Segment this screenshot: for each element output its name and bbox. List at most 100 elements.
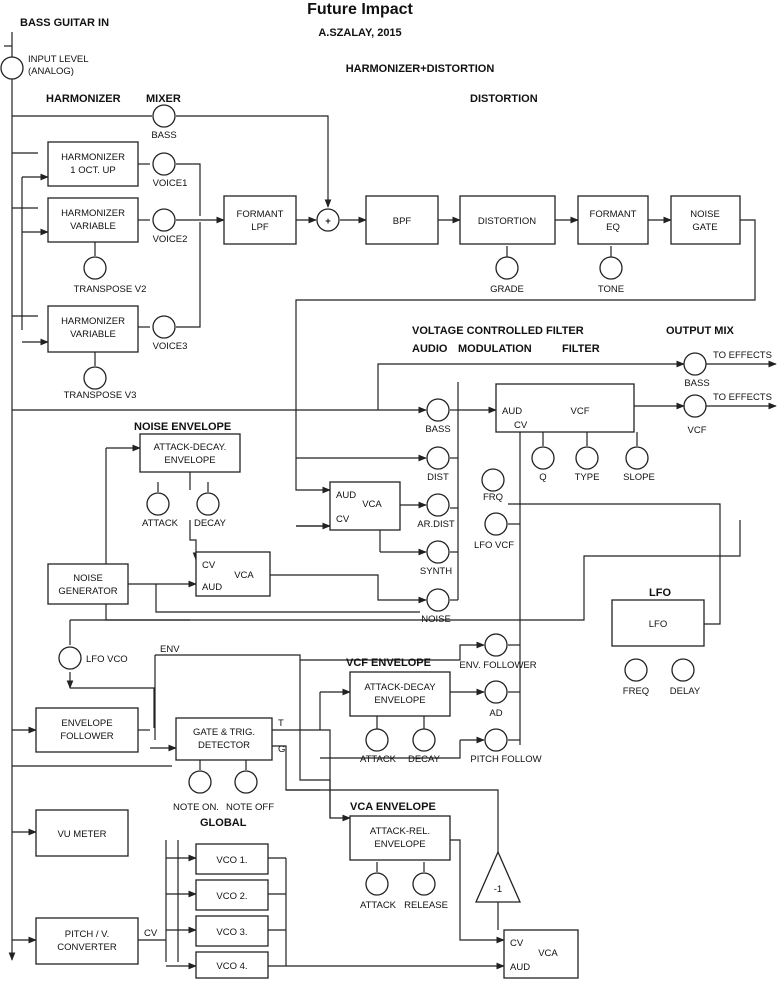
transpose-v3-label: TRANSPOSE V3 bbox=[64, 390, 137, 401]
voice1-label: VOICE1 bbox=[153, 178, 188, 189]
vca-env-release-knob bbox=[412, 872, 436, 896]
pitch-converter-block bbox=[35, 917, 139, 965]
noise-generator-line2: GENERATOR bbox=[58, 586, 117, 597]
envelope-follower-line1: ENVELOPE bbox=[61, 718, 112, 729]
ad-knob bbox=[484, 680, 508, 704]
vcf-env-attack-label: ATTACK bbox=[360, 754, 397, 765]
env-label: ENV bbox=[160, 644, 180, 655]
note-off-label: NOTE OFF bbox=[226, 802, 274, 813]
vcf-env-decay-label: DECAY bbox=[408, 754, 441, 765]
gate-trig-line2: DETECTOR bbox=[198, 740, 250, 751]
noise-attack-label: ATTACK bbox=[142, 518, 179, 529]
output-vcf-label: VCF bbox=[688, 425, 707, 436]
harmonizer-3-line1: HARMONIZER bbox=[61, 316, 125, 327]
lfo-freq-knob bbox=[624, 658, 648, 682]
voice2-knob bbox=[152, 208, 176, 232]
pitch-follow-knob bbox=[484, 728, 508, 752]
mod-synth-label: SYNTH bbox=[420, 566, 452, 577]
vcf-envelope-line2: ENVELOPE bbox=[374, 695, 425, 706]
input-level-knob bbox=[0, 56, 24, 80]
mod-bass-label: BASS bbox=[425, 424, 450, 435]
harmonizer-2-line2: VARIABLE bbox=[70, 221, 116, 232]
noise-generator-line1: NOISE bbox=[73, 573, 103, 584]
mod-synth-knob bbox=[426, 540, 450, 564]
vca-dist-block bbox=[329, 481, 401, 531]
voice2-label: VOICE2 bbox=[153, 234, 188, 245]
vca-dist-label: VCA bbox=[362, 499, 382, 510]
noise-gate-line2: GATE bbox=[692, 222, 717, 233]
bpf-label: BPF bbox=[393, 216, 412, 227]
vca-output-cv-port: CV bbox=[510, 938, 524, 949]
vca-env-attack-label: ATTACK bbox=[360, 900, 397, 911]
grade-knob bbox=[495, 256, 519, 280]
headers: Future Impact A.SZALAY, 2015 HARMONIZER+… bbox=[20, 1, 734, 829]
lfo-section-label: LFO bbox=[649, 587, 671, 599]
bass-guitar-in-label: BASS GUITAR IN bbox=[20, 17, 109, 29]
vco-1-label: VCO 1. bbox=[216, 855, 247, 866]
harmonizer-1-block bbox=[47, 141, 139, 187]
harmonizer-2-block bbox=[47, 197, 139, 243]
pitch-converter-line1: PITCH / V. bbox=[65, 929, 110, 940]
noise-envelope-line2: ENVELOPE bbox=[164, 455, 215, 466]
harmonizer-label: HARMONIZER bbox=[46, 93, 121, 105]
vcf-envelope-label: VCF ENVELOPE bbox=[346, 657, 431, 669]
formant-eq-block bbox=[577, 195, 649, 245]
q-label: Q bbox=[539, 472, 546, 483]
vco-2-label: VCO 2. bbox=[216, 891, 247, 902]
vcf-cv-port: CV bbox=[514, 420, 528, 431]
vca-envelope-line1: ATTACK-REL. bbox=[370, 826, 430, 837]
envelope-follower-line2: FOLLOWER bbox=[60, 731, 113, 742]
q-knob bbox=[531, 446, 555, 470]
formant-eq-line1: FORMANT bbox=[590, 209, 637, 220]
frq-label: FRQ bbox=[483, 492, 503, 503]
vco-1-block bbox=[195, 843, 269, 875]
distortion-section-label: DISTORTION bbox=[470, 93, 538, 105]
mod-dist-label: DIST bbox=[427, 472, 449, 483]
vca-noise-aud-port: AUD bbox=[202, 582, 222, 593]
subtitle: HARMONIZER+DISTORTION bbox=[346, 63, 495, 75]
output-vcf-knob bbox=[683, 394, 707, 418]
harmonizer-1-line1: HARMONIZER bbox=[61, 152, 125, 163]
voice1-knob bbox=[152, 152, 176, 176]
vca-output-label: VCA bbox=[538, 948, 558, 959]
mod-bass-knob bbox=[426, 398, 450, 422]
vco-3-block bbox=[195, 915, 269, 947]
vco-4-block bbox=[195, 951, 269, 979]
wires bbox=[4, 32, 777, 970]
env-follower-knob bbox=[484, 633, 508, 657]
slope-label: SLOPE bbox=[623, 472, 655, 483]
audio-label: AUDIO bbox=[412, 343, 448, 355]
vca-output-block bbox=[503, 929, 579, 979]
lfo-vco-label: LFO VCO bbox=[86, 654, 128, 665]
misc-labels: ENV T G CV bbox=[144, 644, 285, 939]
vca-noise-label: VCA bbox=[234, 570, 254, 581]
lfo-freq-label: FREQ bbox=[623, 686, 649, 697]
vca-envelope-label: VCA ENVELOPE bbox=[350, 801, 436, 813]
inverter-triangle bbox=[475, 850, 521, 903]
distortion-label: DISTORTION bbox=[478, 216, 536, 227]
input-level-line1: INPUT LEVEL bbox=[28, 54, 89, 65]
cv-label: CV bbox=[144, 928, 158, 939]
gate-output-label: G bbox=[278, 744, 285, 755]
noise-generator-block bbox=[47, 563, 129, 605]
lfo-vco-knob bbox=[58, 646, 82, 670]
formant-lpf-line1: FORMANT bbox=[237, 209, 284, 220]
pitch-follow-label: PITCH FOLLOW bbox=[470, 754, 541, 765]
knobs: INPUT LEVEL (ANALOG) BASS VOICE1 VOICE2 … bbox=[0, 54, 772, 911]
vca-dist-cv-port: CV bbox=[336, 514, 350, 525]
vca-envelope-block bbox=[349, 815, 451, 861]
input-level-line2: (ANALOG) bbox=[28, 66, 74, 77]
blocks: HARMONIZER 1 OCT. UP HARMONIZER VARIABLE… bbox=[35, 141, 741, 979]
gate-trig-line1: GATE & TRIG. bbox=[193, 727, 255, 738]
mod-noise-knob bbox=[426, 588, 450, 612]
vca-noise-block bbox=[195, 551, 271, 597]
env-follower-knob-label: ENV. FOLLOWER bbox=[459, 660, 536, 671]
mod-ardist-knob bbox=[426, 493, 450, 517]
vca-env-attack-knob bbox=[365, 872, 389, 896]
output-bass-knob bbox=[683, 352, 707, 376]
vu-meter-label: VU METER bbox=[57, 829, 106, 840]
diagram-title: Future Impact bbox=[307, 1, 413, 18]
voice3-knob bbox=[152, 315, 176, 339]
summer-symbol: + bbox=[325, 216, 331, 227]
